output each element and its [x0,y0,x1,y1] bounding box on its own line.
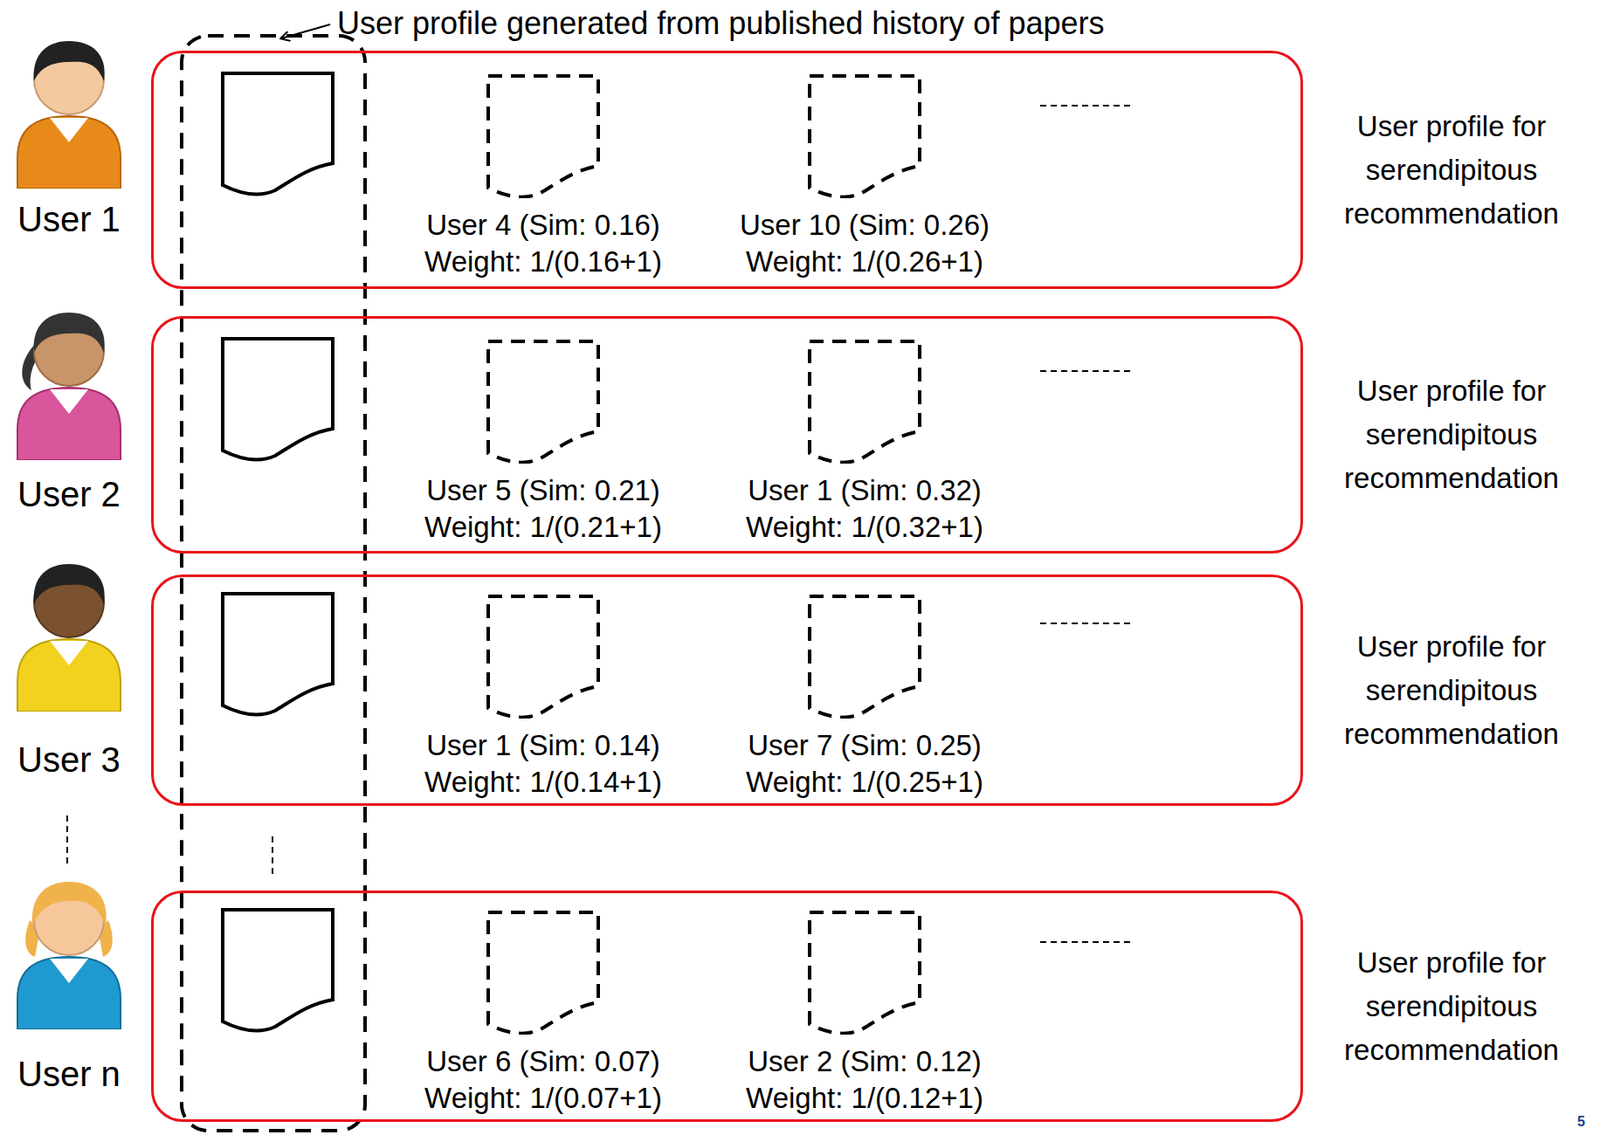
row-caption: User profile for serendipitous recommend… [1320,941,1583,1073]
paper-caption: Weight: 1/(0.07+1) [379,1080,708,1118]
paper-caption: Weight: 1/(0.21+1) [379,509,708,546]
user-name: User 2 [17,474,121,515]
paper-caption: User 1 (Sim: 0.14) [379,727,708,765]
paper-caption: Weight: 1/(0.26+1) [700,243,1029,281]
paper-caption: User 2 (Sim: 0.12) [700,1043,1029,1081]
paper-icon [807,910,922,1035]
leader-arrow [281,24,331,39]
paper-caption: User 7 (Sim: 0.25) [700,727,1029,765]
profile-row: User profile for serendipitous recommend… [151,890,1304,1123]
paper-caption: Weight: 1/(0.16+1) [379,243,708,281]
row-caption: User profile for serendipitous recommend… [1320,625,1583,757]
paper-icon [807,594,922,719]
user-icon [10,307,128,461]
paper-node: User 1 (Sim: 0.32)Weight: 1/(0.32+1) [700,339,1029,546]
user-icon [10,35,128,189]
page-number: 5 [1577,1114,1586,1131]
paper-caption: User 6 (Sim: 0.07) [379,1043,708,1081]
paper-node: User 5 (Sim: 0.21)Weight: 1/(0.21+1) [379,339,708,546]
user-icon [10,876,128,1030]
paper-icon [807,74,922,199]
paper-icon [486,74,600,199]
paper-node: User 6 (Sim: 0.07)Weight: 1/(0.07+1) [379,910,708,1118]
diagram-heading: User profile generated from published hi… [337,5,1104,42]
paper-caption: User 5 (Sim: 0.21) [379,472,708,510]
paper-caption: Weight: 1/(0.32+1) [700,509,1029,546]
continuation-dashes [67,105,1132,943]
paper-node: User 2 (Sim: 0.12)Weight: 1/(0.12+1) [700,910,1029,1118]
profile-column [181,35,366,1132]
paper-caption: User 4 (Sim: 0.16) [379,206,708,244]
user-name: User 3 [17,739,121,780]
paper-caption: Weight: 1/(0.25+1) [700,764,1029,801]
paper-node: User 7 (Sim: 0.25)Weight: 1/(0.25+1) [700,594,1029,801]
profile-row: User profile for serendipitous recommend… [151,574,1304,807]
profile-row: User profile for serendipitous recommend… [151,316,1304,554]
paper-icon [486,910,600,1035]
paper-caption: User 1 (Sim: 0.32) [700,472,1029,510]
paper-caption: Weight: 1/(0.14+1) [379,764,708,801]
profile-row: User profile for serendipitous recommend… [151,50,1304,290]
paper-icon [486,339,600,464]
user-name: User 1 [17,199,121,240]
paper-node: User 10 (Sim: 0.26)Weight: 1/(0.26+1) [700,74,1029,281]
paper-caption: User 10 (Sim: 0.26) [700,206,1029,244]
paper-caption: Weight: 1/(0.12+1) [700,1080,1029,1118]
user-icon [10,558,128,712]
row-caption: User profile for serendipitous recommend… [1320,104,1583,236]
row-caption: User profile for serendipitous recommend… [1320,369,1583,501]
paper-icon [807,339,922,464]
paper-node: User 1 (Sim: 0.14)Weight: 1/(0.14+1) [379,594,708,801]
paper-node: User 4 (Sim: 0.16)Weight: 1/(0.16+1) [379,74,708,281]
user-name: User n [17,1054,121,1095]
paper-icon [486,594,600,719]
